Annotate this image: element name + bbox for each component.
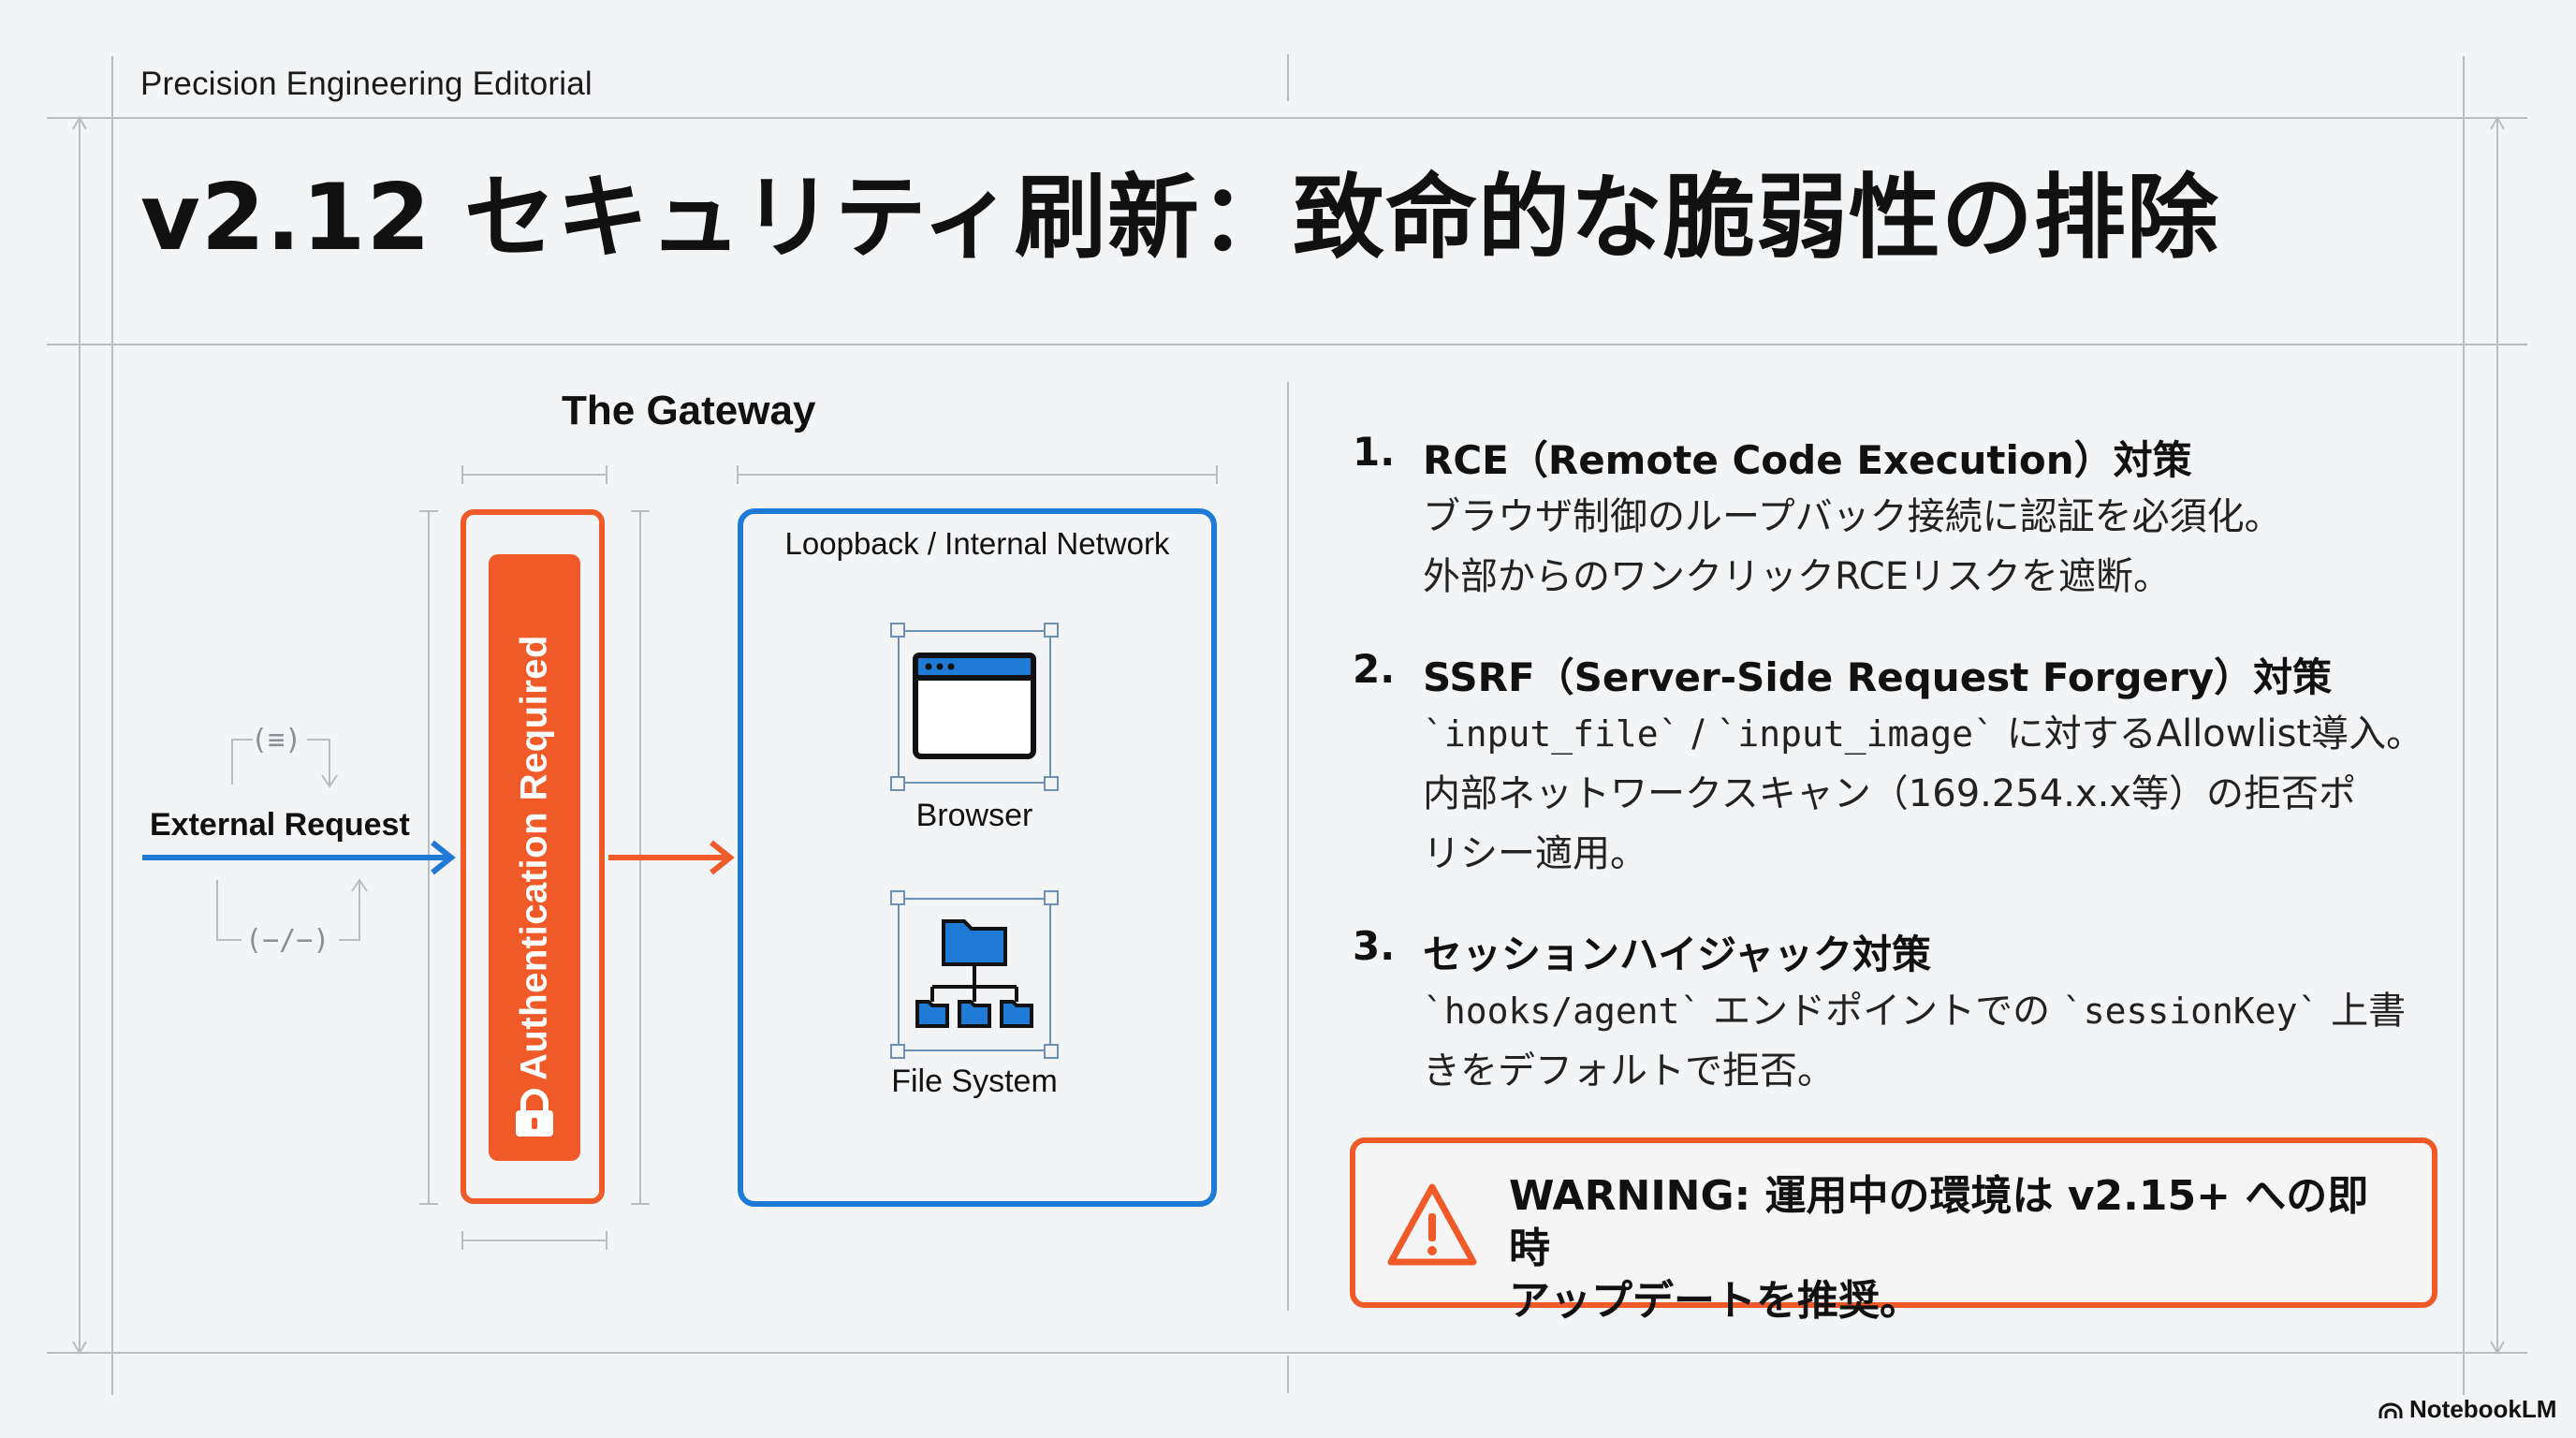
warning-line: WARNING: 運用中の環境は v2.15+ への即時 — [1509, 1172, 2369, 1272]
notebooklm-icon — [2378, 1402, 2403, 1419]
external-request-label: External Request — [150, 807, 410, 843]
browser-window-icon — [890, 623, 1059, 791]
item-heading: セッションハイジャック対策 — [1423, 932, 1932, 977]
browser-label: Browser — [915, 798, 1033, 833]
item-body: `hooks/agent` エンドポイントでの `sessionKey` 上書 … — [1423, 981, 2466, 1101]
item-line: リシー適用。 — [1423, 832, 1647, 875]
auth-gate-frame — [461, 509, 605, 1204]
code-input-file: `input_file` — [1423, 713, 1680, 755]
arrow-right-icon — [608, 840, 735, 875]
page-title: v2.12 セキュリティ刷新：致命的な脆弱性の排除 — [140, 165, 2219, 271]
item-body: ブラウザ制御のループバック接続に認証を必須化。 外部からのワンクリックRCEリス… — [1423, 487, 2466, 607]
item-line: 外部からのワンクリックRCEリスクを遮断。 — [1423, 555, 2172, 598]
file-system-tree-icon — [890, 890, 1059, 1059]
gateway-title: The Gateway — [562, 388, 816, 433]
item-number: 1. — [1353, 429, 1396, 475]
auth-gate-bar — [489, 554, 580, 1161]
code-hooks-agent: `hooks/agent` — [1423, 990, 1702, 1032]
item-heading: SSRF（Server-Side Request Forgery）対策 — [1423, 654, 2333, 700]
warning-triangle-icon — [1387, 1183, 1477, 1266]
arrow-right-icon — [142, 840, 456, 875]
bracket-glyph-bottom: (−/−) — [245, 924, 329, 957]
item-number: 2. — [1353, 646, 1396, 692]
item-line: `input_file` / `input_image` に対するAllowli… — [1423, 704, 2466, 764]
logo-text: NotebookLM — [2409, 1395, 2557, 1423]
warning-text: WARNING: 運用中の環境は v2.15+ への即時 アップデートを推奨。 — [1509, 1170, 2408, 1328]
internal-network-box — [738, 508, 1217, 1207]
bracket-glyph-top: (≡) — [251, 724, 301, 756]
brand-label: Precision Engineering Editorial — [140, 66, 593, 102]
item-line-rest: に対するAllowlist導入。 — [1994, 712, 2424, 756]
item-line: 内部ネットワークスキャン（169.254.x.x等）の拒否ポ — [1423, 772, 2356, 815]
file-system-label: File System — [891, 1064, 1058, 1099]
item-heading: RCE（Remote Code Execution）対策 — [1423, 437, 2192, 483]
item-body: `input_file` / `input_image` に対するAllowli… — [1423, 704, 2466, 884]
notebooklm-logo: NotebookLM — [2378, 1395, 2556, 1424]
code-session-key: `sessionKey` — [2061, 990, 2320, 1032]
warning-box — [1350, 1137, 2437, 1308]
list-item: 2. SSRF（Server-Side Request Forgery）対策 `… — [1353, 646, 2457, 889]
list-item: 3. セッションハイジャック対策 `hooks/agent` エンドポイントでの… — [1353, 923, 2457, 1110]
item-line: ブラウザ制御のループバック接続に認証を必須化。 — [1423, 495, 2282, 538]
item-line: `hooks/agent` エンドポイントでの `sessionKey` 上書 — [1423, 981, 2466, 1041]
separator: / — [1679, 712, 1717, 756]
item-line-rest: 上書 — [2319, 990, 2407, 1033]
warning-line: アップデートを推奨。 — [1509, 1277, 1921, 1325]
item-line-mid: エンドポイントでの — [1701, 990, 2062, 1033]
auth-required-label: Authentication Required — [513, 635, 555, 1080]
lock-icon — [516, 1089, 553, 1137]
list-item: 1. RCE（Remote Code Execution）対策 ブラウザ制御のル… — [1353, 429, 2457, 616]
item-number: 3. — [1353, 923, 1396, 969]
item-line: きをデフォルトで拒否。 — [1423, 1049, 1835, 1093]
network-label: Loopback / Internal Network — [784, 526, 1170, 561]
code-input-image: `input_image` — [1716, 713, 1995, 755]
